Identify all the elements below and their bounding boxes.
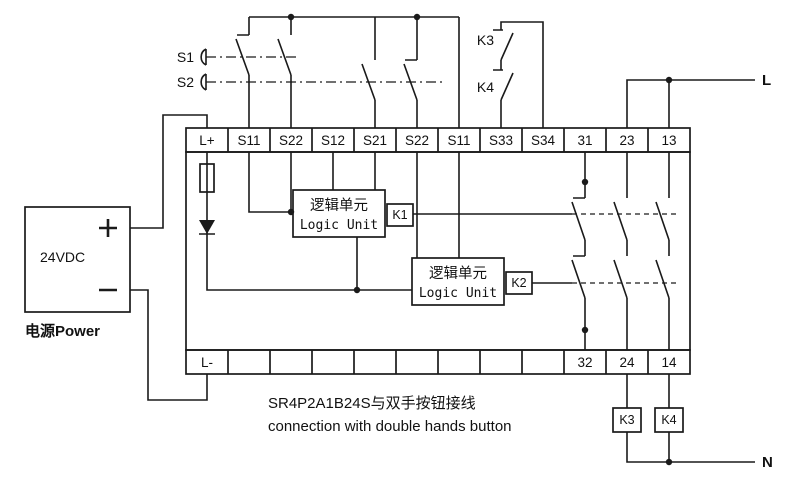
terminal-labels-top: L+ S11 S22 S12 S21 S22 S11 S33 S34 31 23… [199,133,676,148]
logic-unit-2-label-cn: 逻辑单元 [429,265,487,282]
terminal-label: 24 [619,355,635,370]
logic-unit-2-label-en: Logic Unit [419,286,497,301]
wiring [130,13,755,466]
neutral-line-label: N [762,454,773,471]
terminal-label: S21 [363,133,387,148]
contact-k4-label: K4 [477,79,494,95]
logic-unit-1-label-cn: 逻辑单元 [310,197,368,214]
terminal-labels-bottom: L- 32 24 14 [201,355,677,370]
contactor-coils: K3 K4 [612,407,684,433]
relay-k1-label: K1 [392,208,407,222]
logic-unit-1-box [292,189,386,238]
diode-symbol [199,220,215,234]
power-supply: 24VDC 电源Power [24,206,131,340]
terminal-label: S11 [237,133,260,148]
terminal-label: S12 [321,133,345,148]
terminal-label: S34 [531,133,556,148]
relay-module: L+ S11 S22 S12 S21 S22 S11 S33 S34 31 23… [185,127,691,375]
plus-icon [99,219,117,237]
fuse-symbol [199,163,215,193]
terminal-label: S33 [489,133,513,148]
two-hand-buttons: S1 S2 [177,48,207,91]
button-linkage-lines [206,56,445,83]
terminal-dividers-bottom [227,350,649,374]
wire-network [130,16,755,463]
relay-body [185,151,691,351]
feedback-contacts: K3 K4 [477,32,494,95]
relay-k1-box [386,203,414,227]
power-voltage-label: 24VDC [40,249,85,265]
terminal-label: 31 [577,133,592,148]
terminal-label: 14 [661,355,677,370]
coil-k4-label: K4 [661,413,676,427]
coil-k3-label: K3 [619,413,634,427]
button-s2-label: S2 [177,74,194,90]
coil-k4-box [654,407,684,433]
logic-unit-1: 逻辑单元 Logic Unit K1 [292,189,414,238]
relay-k2-label: K2 [511,276,526,290]
relay-k2-box [505,271,533,295]
terminal-label: S22 [279,133,303,148]
button-s2-icon [200,73,207,91]
terminal-label: L+ [199,133,215,148]
power-supply-box [24,206,131,313]
relay-actuation-lines [572,213,680,284]
terminal-label: S11 [447,133,470,148]
button-s1-icon [200,48,207,66]
live-line-label: L [762,72,771,89]
logic-unit-2: 逻辑单元 Logic Unit K2 [411,257,533,306]
terminal-label: S22 [405,133,429,148]
mains-labels: L N [762,72,773,471]
logic-unit-2-box [411,257,505,306]
terminal-label: 23 [619,133,634,148]
terminal-label: 13 [661,133,676,148]
terminal-label: L- [201,355,213,370]
power-caption: 电源Power [25,322,100,340]
caption-line-2: connection with double hands button [268,418,512,435]
coil-k3-box [612,407,642,433]
caption: SR4P2A1B24S与双手按钮接线 connection with doubl… [268,395,512,435]
caption-line-1: SR4P2A1B24S与双手按钮接线 [268,395,476,412]
contact-k3-label: K3 [477,32,494,48]
button-s1-label: S1 [177,49,194,65]
logic-unit-1-label-en: Logic Unit [300,218,378,233]
terminal-dividers-top [227,128,649,152]
terminal-label: 32 [577,355,592,370]
